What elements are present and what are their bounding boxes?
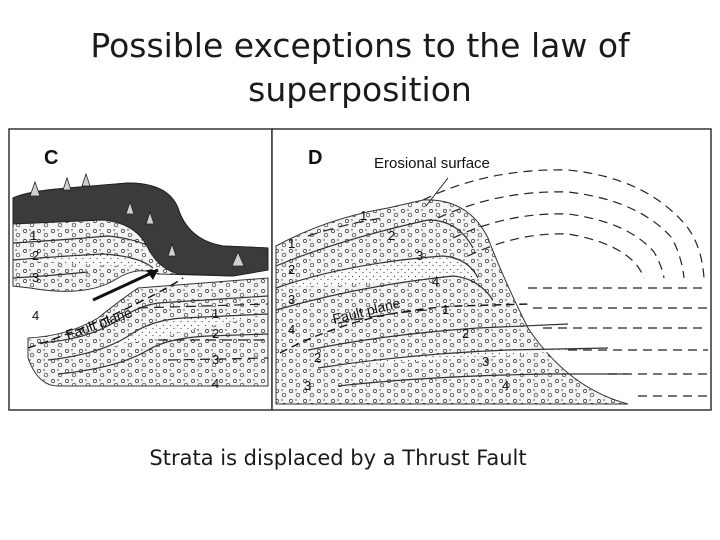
panel-d-upper-number-2: 2 <box>388 228 395 243</box>
panel-d-left-number-4: 4 <box>288 322 295 337</box>
panel-c-left-number-4: 4 <box>32 308 39 323</box>
panel-d-lower-number-2: 2 <box>462 326 469 341</box>
panel-c-left-number-1: 1 <box>30 228 37 243</box>
thrust-fault-figure: C Fault plane 1 2 3 4 1 2 3 4 <box>8 128 712 411</box>
title-line-1: Possible exceptions to the law of <box>90 26 630 65</box>
panel-c-left-number-2: 2 <box>32 248 39 263</box>
panel-d-upper-number-3: 3 <box>416 248 423 263</box>
panel-d-letter: D <box>308 147 322 169</box>
panel-c-letter: C <box>44 147 58 169</box>
slide-caption: Strata is displaced by a Thrust Fault <box>149 446 527 470</box>
panel-d-bottom-number-2: 2 <box>314 350 321 365</box>
erosional-surface-label: Erosional surface <box>374 155 490 172</box>
panel-d-bottom-number-3: 3 <box>304 378 311 393</box>
panel-d-left-number-3: 3 <box>288 292 295 307</box>
panel-c-left-number-3: 3 <box>32 270 39 285</box>
title-line-2: superposition <box>248 70 472 109</box>
panel-c-right-number-1: 1 <box>212 306 219 321</box>
panel-c-right-number-2: 2 <box>212 326 219 341</box>
panel-c: C Fault plane 1 2 3 4 1 2 3 4 <box>12 147 269 391</box>
panel-d-left-number-1: 1 <box>288 236 295 251</box>
slide-title: Possible exceptions to the law of superp… <box>40 24 680 112</box>
panel-d-lower-number-4: 4 <box>502 378 509 393</box>
panel-d: D Erosional surface Fault plane 1 2 3 4 … <box>275 147 708 405</box>
panel-c-right-number-3: 3 <box>212 352 219 367</box>
panel-d-lower-number-1: 1 <box>442 302 449 317</box>
panel-c-right-number-4: 4 <box>212 376 219 391</box>
panel-d-left-number-2: 2 <box>288 262 295 277</box>
panel-d-lower-number-3: 3 <box>482 354 489 369</box>
panel-d-upper-number-4: 4 <box>432 274 439 289</box>
panel-d-upper-number-1: 1 <box>360 208 367 223</box>
